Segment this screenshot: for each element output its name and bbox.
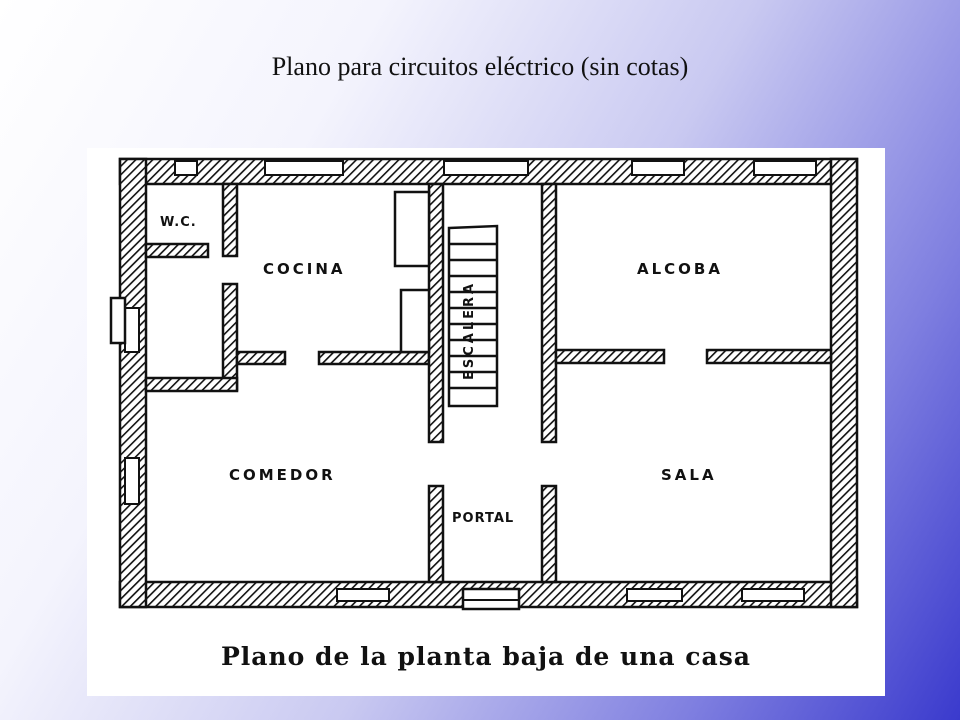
- room-label-cocina: COCINA: [263, 260, 346, 278]
- cocina-cabinets: [393, 190, 431, 354]
- window-stair: [443, 160, 529, 176]
- stair-outline: [447, 224, 499, 408]
- window-sala-bottom-2: [741, 588, 805, 602]
- floor-plan-drawing: W.C. COCINA ESCALERA ALCOBA COMEDOR SALA…: [109, 157, 859, 611]
- room-label-portal: PORTAL: [452, 511, 514, 526]
- room-label-escalera: ESCALERA: [462, 281, 477, 380]
- window-sala-bottom: [626, 588, 683, 602]
- room-label-alcoba: ALCOBA: [637, 260, 723, 278]
- window-comedor-bottom: [336, 588, 390, 602]
- windows: [124, 160, 817, 602]
- wall-stair-right: [540, 182, 558, 444]
- floor-plan-figure: W.C. COCINA ESCALERA ALCOBA COMEDOR SALA…: [87, 148, 885, 696]
- room-label-wc: W.C.: [160, 215, 197, 230]
- wall-alcoba-bottom-left: [554, 348, 666, 365]
- window-cocina: [264, 160, 344, 176]
- staircase: [447, 224, 499, 408]
- wall-cocina-bottom-left: [235, 350, 287, 366]
- wall-wc-bottom: [144, 242, 210, 259]
- room-label-sala: SALA: [661, 466, 717, 484]
- wall-cocina-bottom-right: [317, 350, 431, 366]
- wall-wc-right: [221, 182, 239, 258]
- wall-right: [829, 157, 859, 609]
- wall-alcoba-bottom-right: [705, 348, 833, 365]
- room-label-comedor: COMEDOR: [229, 466, 336, 484]
- window-left-2: [124, 457, 140, 505]
- wall-stair-left: [427, 182, 445, 444]
- window-left-1: [124, 307, 140, 353]
- walls: [118, 157, 859, 609]
- wall-pantry-bottom: [144, 376, 239, 393]
- wall-portal-right: [540, 484, 558, 584]
- cabinet-lower: [399, 288, 431, 354]
- window-wc: [174, 160, 198, 176]
- wall-portal-left: [427, 484, 445, 584]
- slide-title: Plano para circuitos eléctrico (sin cota…: [271, 52, 689, 81]
- wall-cocina-left: [221, 282, 239, 392]
- plan-caption: Plano de la planta baja de una casa: [220, 642, 751, 671]
- cabinet-upper: [393, 190, 431, 268]
- window-alcoba-1: [631, 160, 685, 176]
- wall-left: [118, 157, 148, 609]
- left-window-frame: [109, 296, 127, 345]
- window-alcoba-2: [753, 160, 817, 176]
